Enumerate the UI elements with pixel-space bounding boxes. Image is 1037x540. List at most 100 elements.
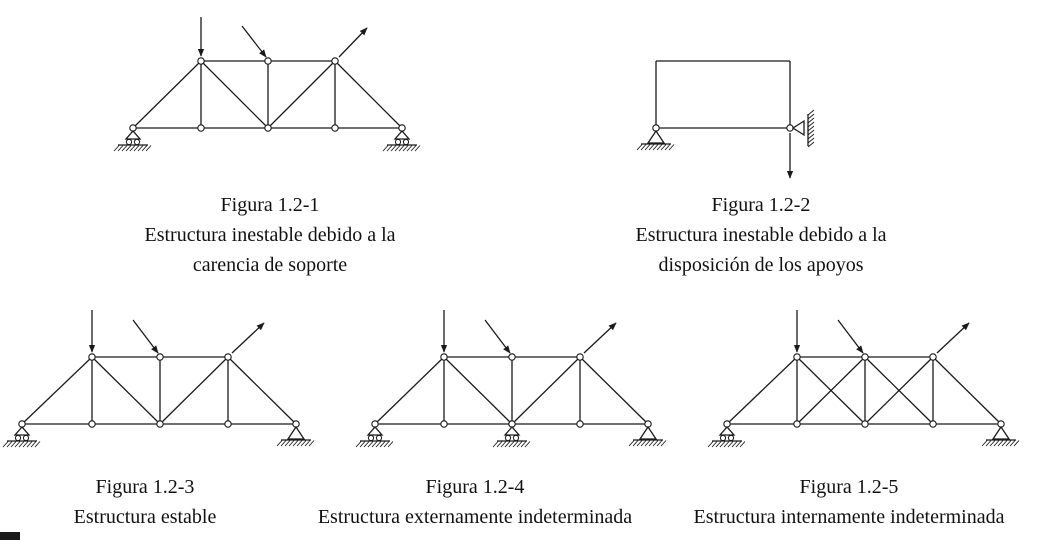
joint [264,57,272,65]
ground-hatch [414,145,421,152]
wall-hatch [807,121,815,128]
ground-hatch [652,144,659,151]
joint [793,353,801,361]
ground-hatch [125,145,132,152]
support-triangle [638,425,658,440]
ground-hatch [1005,440,1012,447]
joint [331,124,339,132]
ground-hatch [636,440,643,447]
ground-hatch [394,145,401,152]
load-arrow [241,25,267,58]
member [864,356,934,425]
ground-hatch [383,441,390,448]
ground-hatch [6,441,13,448]
ground-hatch [402,145,409,152]
figure-2-caption: Figura 1.2-2 Estructura inestable debido… [596,190,926,280]
figure-4-label: Figura 1.2-4 [425,476,525,498]
ground-hatch [398,145,405,152]
ground-hatch [18,441,25,448]
member [796,356,866,425]
ground-hatch [284,440,291,447]
pin-support [636,129,675,151]
support-triangle [791,119,805,137]
ground-hatch [363,441,370,448]
support-triangle [124,130,142,140]
joint [861,353,869,361]
roller-wheel [402,138,410,146]
ground-hatch [2,441,9,448]
figure-4-truss [355,310,667,448]
roller-wheel [133,138,141,146]
ground-hatch [520,441,527,448]
member [579,356,649,425]
load-arrow [132,319,159,354]
ground-hatch [652,440,659,447]
ground-hatch [129,145,136,152]
ground-hatch [296,440,303,447]
ground-hatch [648,440,655,447]
ground-hatch [660,440,667,447]
joint [156,420,164,428]
wall-hatch [807,129,815,136]
member [511,356,581,425]
ground-hatch [508,441,515,448]
ground-hatch [145,145,152,152]
ground-hatch [715,441,722,448]
joint [793,420,801,428]
ground-hatch [668,144,675,151]
ground-hatch [406,145,413,152]
roller-support [2,426,41,448]
figure-1-truss [113,17,421,152]
ground-hatch [367,441,374,448]
ground-hatch [656,144,663,151]
ground-hatch [731,441,738,448]
ground-hatch [496,441,503,448]
joint [224,353,232,361]
joint [929,420,937,428]
figure-3-caption: Figura 1.2-3 Estructura estable [20,472,270,532]
figure-2-label: Figura 1.2-2 [711,194,811,216]
figure-1-description-line-1: Estructura inestable debido a la [144,224,396,246]
ground-hatch [292,440,299,447]
ground-hatch [727,441,734,448]
ground-hatch [640,144,647,151]
pin-support [981,425,1020,447]
member [374,356,445,425]
member [932,356,1002,425]
ground-hatch [656,440,663,447]
support-triangle [366,426,384,436]
member [159,356,229,425]
joint [440,420,448,428]
joint [88,420,96,428]
joint [197,57,205,65]
figure-4-description: Estructura externamente indeterminada [317,506,633,528]
ground-hatch [632,440,639,447]
ground-hatch [359,441,366,448]
wall-hatch [807,113,815,120]
ground-hatch [280,440,287,447]
member [21,356,93,425]
ground-hatch [993,440,1000,447]
figure-1-label: Figura 1.2-1 [220,194,320,216]
ground-hatch [723,441,730,448]
figure-2-frame [636,60,815,179]
support-triangle [13,426,31,436]
ground-hatch [288,440,295,447]
support-triangle [393,130,411,140]
load-arrow [231,322,265,354]
ground-hatch [371,441,378,448]
joint [576,420,584,428]
ground-hatch [664,144,671,151]
ground-hatch [504,441,511,448]
ground-hatch [640,440,647,447]
roller-support [355,426,394,448]
member [443,356,513,425]
ground-hatch [500,441,507,448]
joint [224,420,232,428]
ground-hatch [26,441,33,448]
corner-mark [0,532,20,540]
ground-hatch [34,441,41,448]
ground-hatch [375,441,382,448]
ground-hatch [141,145,148,152]
